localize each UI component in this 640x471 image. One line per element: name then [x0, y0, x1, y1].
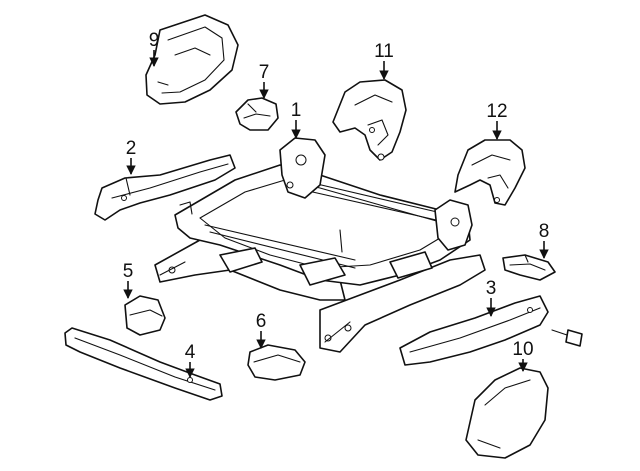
- callout-10: 10: [512, 339, 533, 360]
- part-5-end-cap[interactable]: [124, 295, 166, 336]
- part-3-track-cover[interactable]: [399, 295, 549, 366]
- callout-8: 8: [539, 221, 550, 242]
- part-6-end-cap[interactable]: [247, 344, 306, 381]
- callout-11: 11: [374, 41, 394, 62]
- callout-5: 5: [123, 261, 134, 282]
- part-4-track-cover[interactable]: [64, 327, 223, 401]
- callout-2: 2: [126, 138, 137, 159]
- callout-3: 3: [486, 278, 497, 299]
- part-2-upper-side-rail[interactable]: [94, 154, 236, 221]
- part-9-side-shield[interactable]: [145, 14, 239, 105]
- callout-7: 7: [259, 62, 270, 83]
- callout-1: 1: [291, 100, 302, 121]
- callout-leaders: [123, 50, 549, 378]
- bolt-fastener[interactable]: [551, 329, 583, 347]
- part-1-seat-track-frame[interactable]: [154, 137, 486, 353]
- callout-12: 12: [486, 101, 507, 122]
- part-10-lower-shield[interactable]: [465, 367, 549, 459]
- part-11-hook-bracket[interactable]: [332, 79, 407, 161]
- callout-labels: 9 7 1 11 12 2 8 5 3 6 4 10: [123, 30, 550, 363]
- part-7-knob-cover[interactable]: [235, 97, 279, 131]
- part-12-hook-bracket[interactable]: [454, 139, 526, 206]
- part-8-clip[interactable]: [502, 254, 556, 281]
- callout-4: 4: [185, 342, 196, 363]
- callout-6: 6: [256, 311, 267, 332]
- callout-9: 9: [149, 30, 160, 51]
